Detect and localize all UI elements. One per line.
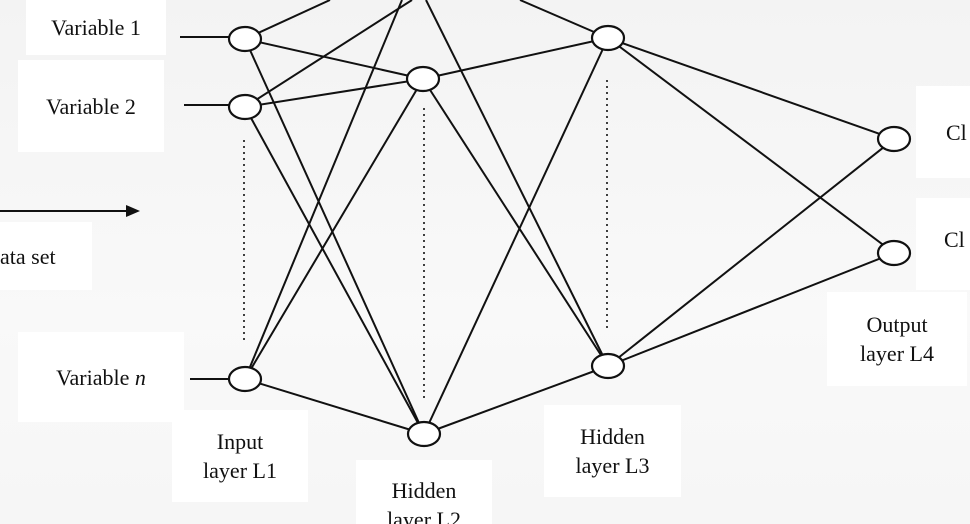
conn-l2a-l3a [422, 37, 609, 80]
layer-l1-line1: Input [216, 429, 264, 454]
conn-l3b-l4b [607, 252, 895, 367]
layer-l4-line2: layer L4 [860, 341, 934, 366]
node-l1-2 [227, 93, 263, 121]
layer-l4-label-box: Output layer L4 [827, 292, 967, 386]
dataset-label: ata set [0, 243, 56, 269]
output-class-2-label-box: Cl [916, 198, 970, 290]
node-l3-n [590, 352, 626, 380]
layer-l2-label-box: Hidden layer L2 [356, 460, 492, 524]
output-class-1-label-box: Cl [916, 86, 970, 178]
variable-2-label-box: Variable 2 [18, 60, 164, 152]
conn-l1b-top [244, 0, 413, 108]
conn-l3b-l4a [607, 138, 895, 367]
variable-1-label: Variable 1 [51, 15, 141, 40]
conn-l2a-l3b [422, 78, 609, 367]
layer-l1-label-box: Input layer L1 [172, 410, 308, 502]
conn-l1n-l2a [244, 78, 424, 380]
node-l3-1 [590, 24, 626, 52]
conn-l1b-l2b [244, 106, 425, 435]
conn-l1n-top [244, 0, 403, 380]
layer-l3-label-box: Hidden layer L3 [544, 405, 681, 497]
node-l1-1 [227, 25, 263, 53]
conn-top-l3b [425, 0, 609, 367]
node-l2-1 [405, 65, 441, 93]
node-l4-1 [876, 125, 912, 153]
layer-l3-line2: layer L3 [575, 453, 650, 478]
layer-l4-line1: Output [866, 312, 928, 337]
node-l1-n [227, 365, 263, 393]
output-class-1-label: Cl [946, 119, 967, 145]
conn-l3a-l4b [607, 37, 895, 254]
variable-n-prefix: Variable [56, 364, 135, 390]
layer-l1-line2: layer L1 [203, 458, 277, 483]
conn-l1b-l2a [244, 78, 424, 108]
node-l2-n [406, 420, 442, 448]
variable-n-italic: n [134, 364, 146, 390]
layer-l2-line1: Hidden [391, 478, 457, 503]
dataset-arrowhead [126, 205, 140, 217]
conn-l2b-l3b [423, 365, 609, 435]
layer-l3-line1: Hidden [580, 424, 645, 449]
dataset-label-box: ata set [0, 222, 92, 290]
conn-l2b-l3a [423, 37, 609, 435]
conn-l1a-l2a [244, 38, 424, 80]
variable-n-label-box: Variable n [18, 332, 184, 422]
variable-1-label-box: Variable 1 [26, 0, 166, 55]
conn-l1a-l2b [244, 38, 425, 435]
variable-n-label: Variable n [56, 363, 146, 392]
variable-2-label: Variable 2 [46, 93, 136, 119]
layer-l2-line2: layer L2 [387, 507, 461, 524]
conn-l1n-l2b [244, 378, 425, 435]
output-class-2-label: Cl [944, 226, 965, 252]
conn-l3a-l4a [607, 37, 895, 140]
node-l4-2 [876, 239, 912, 267]
